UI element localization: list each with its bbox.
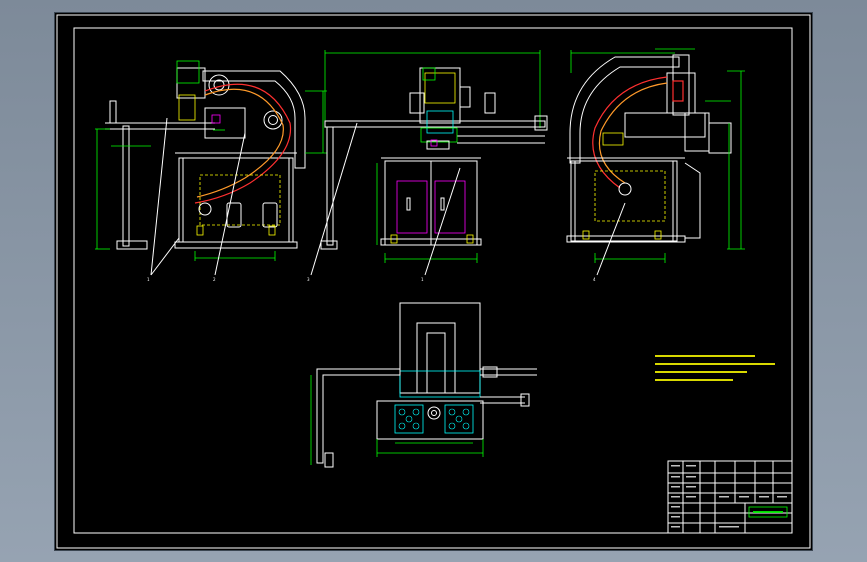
leader-line-3-front — [310, 122, 358, 276]
title-block-name-cell[interactable] — [748, 506, 788, 518]
front-rail — [324, 120, 546, 128]
title-block-frame — [667, 460, 793, 534]
leader-label-4-right: 4 — [593, 277, 596, 282]
right-gantry — [569, 56, 680, 164]
plan-arm-left — [316, 368, 401, 464]
leader-label-3-front: 3 — [307, 277, 310, 282]
title-block-name-mark — [753, 511, 783, 513]
right-cabinet — [570, 160, 678, 242]
leader-label-1-front: 1 — [421, 277, 424, 282]
leader-line-1-front — [424, 167, 461, 276]
leader-line-1-left — [150, 117, 168, 276]
leader-line-2-left — [214, 132, 246, 276]
leader-label-1-left: 1 — [147, 277, 150, 282]
leader-label-2-left: 2 — [213, 277, 216, 282]
tech-req-line-2-mark — [655, 363, 775, 365]
left-frame-body — [178, 157, 294, 243]
inner-border — [73, 27, 793, 534]
drawing-sheet: 1 2 — [55, 13, 812, 550]
right-bin-hidden — [594, 170, 666, 222]
cad-drawing-canvas[interactable]: 1 2 — [55, 13, 812, 550]
outer-border — [56, 14, 811, 549]
title-block[interactable] — [667, 460, 793, 534]
left-hose-red — [194, 83, 292, 204]
plan-gripper-block — [376, 400, 484, 440]
tech-req-line-4-mark — [655, 379, 733, 381]
left-pulley-side — [263, 110, 283, 130]
leader-line-4-right — [596, 202, 626, 276]
plan-view[interactable] — [310, 302, 537, 468]
left-side-view[interactable]: 1 2 — [95, 60, 327, 282]
left-hose-orange — [196, 88, 284, 198]
plan-gantry-outline — [399, 302, 481, 394]
front-view[interactable]: 3 1 — [307, 50, 548, 282]
left-gantry — [202, 70, 306, 169]
technical-requirements — [655, 355, 775, 381]
front-gantry-head — [419, 67, 461, 124]
right-side-view[interactable]: 4 — [566, 48, 745, 282]
left-bin-hidden — [199, 174, 281, 226]
tech-req-line-3-mark — [655, 371, 747, 373]
tech-req-line-1-mark — [655, 355, 755, 357]
